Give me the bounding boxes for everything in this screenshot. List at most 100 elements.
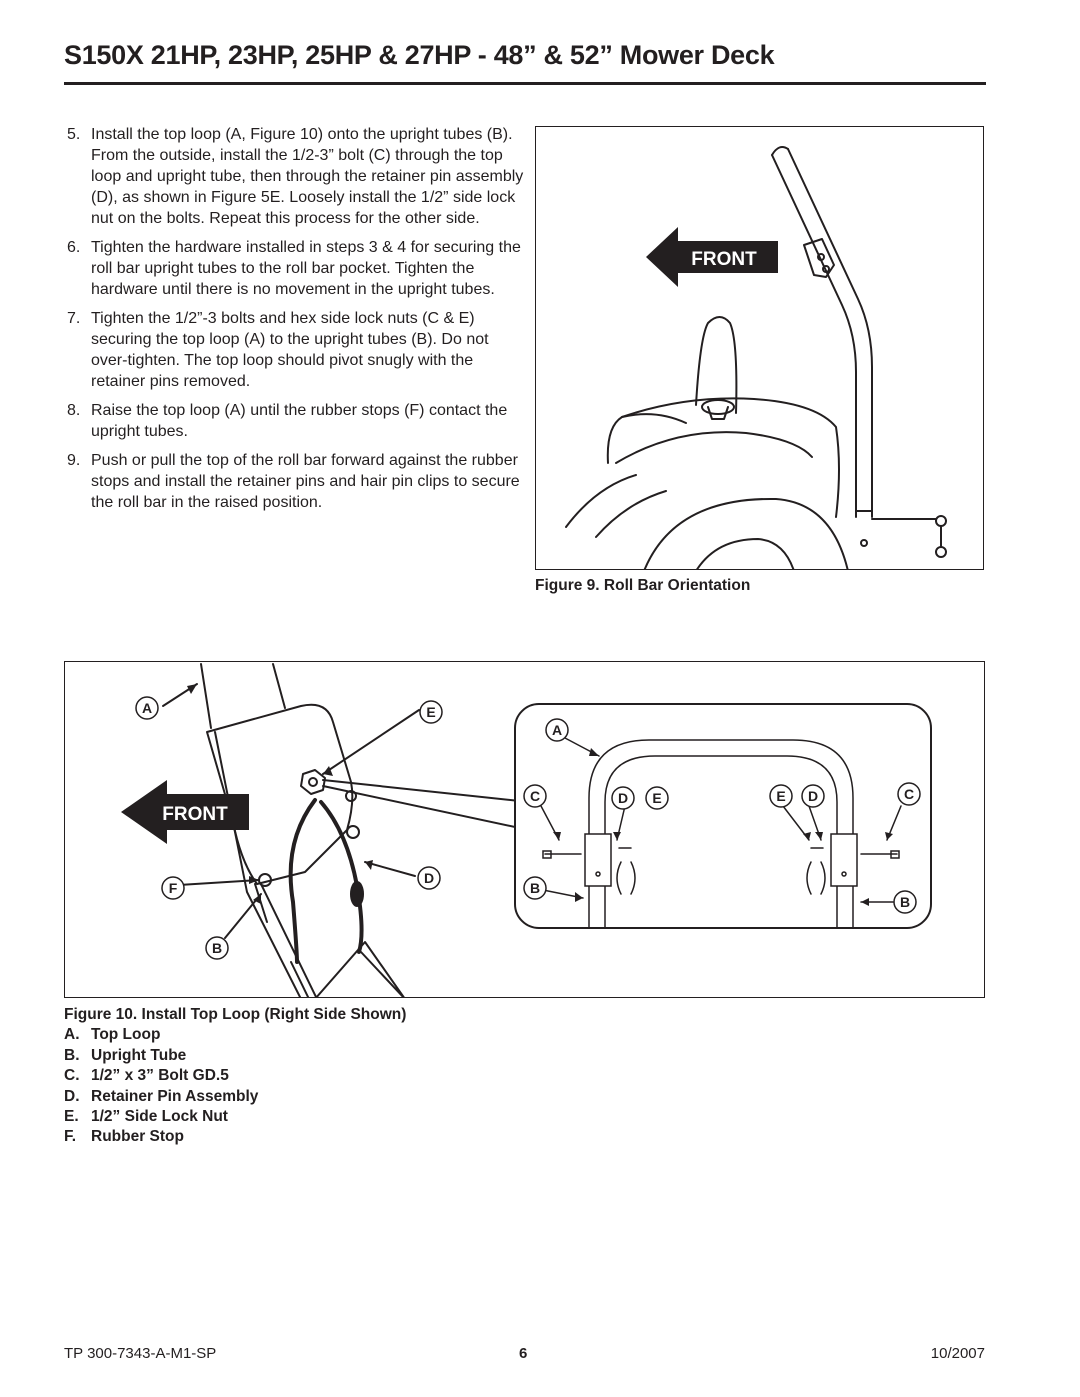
figure-10-install-top-loop: FRONT A E F D B — [64, 661, 985, 998]
step-item: 5. Install the top loop (A, Figure 10) on… — [64, 124, 524, 229]
callout-b-left: B — [205, 936, 229, 960]
left-bolt-head — [542, 850, 552, 859]
legend-item: F. Rubber Stop — [64, 1127, 406, 1147]
page-title: S150X 21HP, 23HP, 25HP & 27HP - 48” & 52… — [64, 40, 775, 70]
step-number: 8. — [67, 402, 81, 419]
right-bracket-clamp — [830, 833, 858, 887]
callout-c-inset-left: C — [523, 784, 547, 808]
svg-text:A: A — [552, 722, 562, 738]
callout-a-left: A — [135, 696, 159, 720]
figure-9-caption: Figure 9. Roll Bar Orientation — [535, 577, 751, 594]
legend-key: B. — [64, 1046, 80, 1064]
leader-arrowheads — [187, 684, 373, 904]
step-text: Push or pull the top of the roll bar for… — [91, 452, 520, 511]
left-bracket-clamp — [584, 833, 612, 887]
svg-text:B: B — [530, 880, 540, 896]
step-item: 6.Tighten the hardware installed in step… — [64, 237, 524, 300]
svg-text:D: D — [618, 790, 628, 806]
front-arrow-icon: FRONT — [121, 780, 249, 844]
step-item: 8.Raise the top loop (A) until the rubbe… — [64, 400, 524, 442]
top-loop-inner — [604, 755, 838, 929]
svg-text:D: D — [808, 788, 818, 804]
front-arrow-label: FRONT — [162, 804, 228, 825]
step-text: Install the top loop (A, Figure 10) onto… — [91, 126, 524, 227]
roll-bar-illustration: FRONT — [565, 146, 947, 569]
legend-label: 1/2” x 3” Bolt GD.5 — [91, 1067, 229, 1085]
callout-d-left: D — [417, 866, 441, 890]
figure-9-roll-bar-orientation: FRONT — [535, 126, 984, 570]
top-loop-right-edge — [272, 663, 286, 709]
pivot-bracket — [803, 238, 835, 278]
instruction-steps: 5. Install the top loop (A, Figure 10) on… — [64, 124, 524, 521]
footer-page-number: 6 — [519, 1345, 528, 1362]
legend-label: Retainer Pin Assembly — [91, 1087, 259, 1105]
callout-leader-b — [224, 893, 262, 939]
upright-tube-left-edge — [214, 731, 302, 997]
step-number: 5. — [67, 126, 81, 143]
callout-e-left: E — [419, 700, 443, 724]
callout-leader-d — [364, 861, 416, 877]
front-arrow-icon: FRONT — [646, 227, 778, 287]
step-item: 7.Tighten the 1/2”-3 bolts and hex side … — [64, 308, 524, 392]
roll-bar-top — [771, 146, 789, 156]
legend-label: Upright Tube — [91, 1046, 187, 1064]
roll-bar-inner-line — [787, 148, 873, 518]
top-loop-outer — [588, 739, 854, 929]
detail-view-leader-top — [322, 779, 530, 803]
svg-text:D: D — [424, 870, 434, 886]
step-item: 9. Push or pull the top of the roll bar f… — [64, 450, 524, 513]
roll-bar-outer-line — [771, 154, 857, 518]
bracket-hole-icon — [346, 825, 360, 839]
legend-item: E.1/2” Side Lock Nut — [64, 1107, 406, 1127]
legend-item: D. Retainer Pin Assembly — [64, 1087, 406, 1107]
callout-d-inset-right: D — [801, 784, 825, 808]
footer-doc-number: TP 300-7343-A-M1-SP — [64, 1345, 217, 1362]
retainer-pin-icon — [935, 546, 947, 558]
callout-leader-e — [322, 709, 420, 775]
left-clamp-hole — [595, 871, 601, 877]
legend-label: Rubber Stop — [91, 1128, 184, 1146]
side-lock-nut-icon — [300, 769, 326, 795]
legend-key: F. — [64, 1128, 77, 1146]
legend-key: E. — [64, 1108, 79, 1126]
bracket-plate — [206, 703, 354, 885]
seat-back — [695, 316, 738, 414]
callout-e-inset-left: E — [645, 786, 669, 810]
legend-label: Top Loop — [91, 1026, 161, 1044]
figure-10-caption: Figure 10. Install Top Loop (Right Side … — [64, 1006, 407, 1023]
fuel-cap-icon — [701, 399, 735, 415]
upright-tube-right-edge — [260, 883, 318, 997]
tire-hub — [696, 538, 795, 569]
svg-text:C: C — [904, 786, 914, 802]
fender-detail — [621, 413, 687, 424]
callout-b-inset-right: B — [893, 890, 917, 914]
callout-a-inset: A — [545, 718, 569, 742]
top-loop-left-edge — [200, 663, 212, 729]
svg-text:E: E — [776, 788, 785, 804]
footer-date: 10/2007 — [930, 1345, 985, 1362]
left-retainer-pin — [616, 847, 636, 895]
bolt-end-icon — [308, 777, 318, 787]
legend-key: A. — [64, 1026, 80, 1044]
svg-text:E: E — [652, 790, 661, 806]
svg-text:A: A — [142, 700, 152, 716]
hair-pin-clip — [319, 800, 364, 954]
figure-10-caption-block: Figure 10. Install Top Loop (Right Side … — [64, 1005, 406, 1148]
tread-line — [595, 490, 667, 538]
front-arrow-label: FRONT — [691, 249, 757, 270]
right-bolt-head — [890, 850, 900, 859]
step-text: Tighten the hardware installed in steps … — [91, 239, 521, 298]
pivot-bolt-icon — [817, 253, 825, 261]
detail-view-leader-bottom — [322, 785, 530, 831]
step-number: 9. — [67, 452, 81, 469]
svg-text:F: F — [169, 880, 178, 896]
hitch-lower-lines — [290, 941, 405, 997]
fuel-cap-base — [707, 406, 729, 420]
legend-item: B. Upright Tube — [64, 1046, 406, 1066]
svg-text:E: E — [426, 704, 435, 720]
svg-text:B: B — [900, 894, 910, 910]
legend-key: D. — [64, 1087, 80, 1105]
retainer-pin-icon — [935, 515, 947, 527]
callout-f-left: F — [161, 876, 185, 900]
tube-hole-icon — [860, 539, 868, 547]
